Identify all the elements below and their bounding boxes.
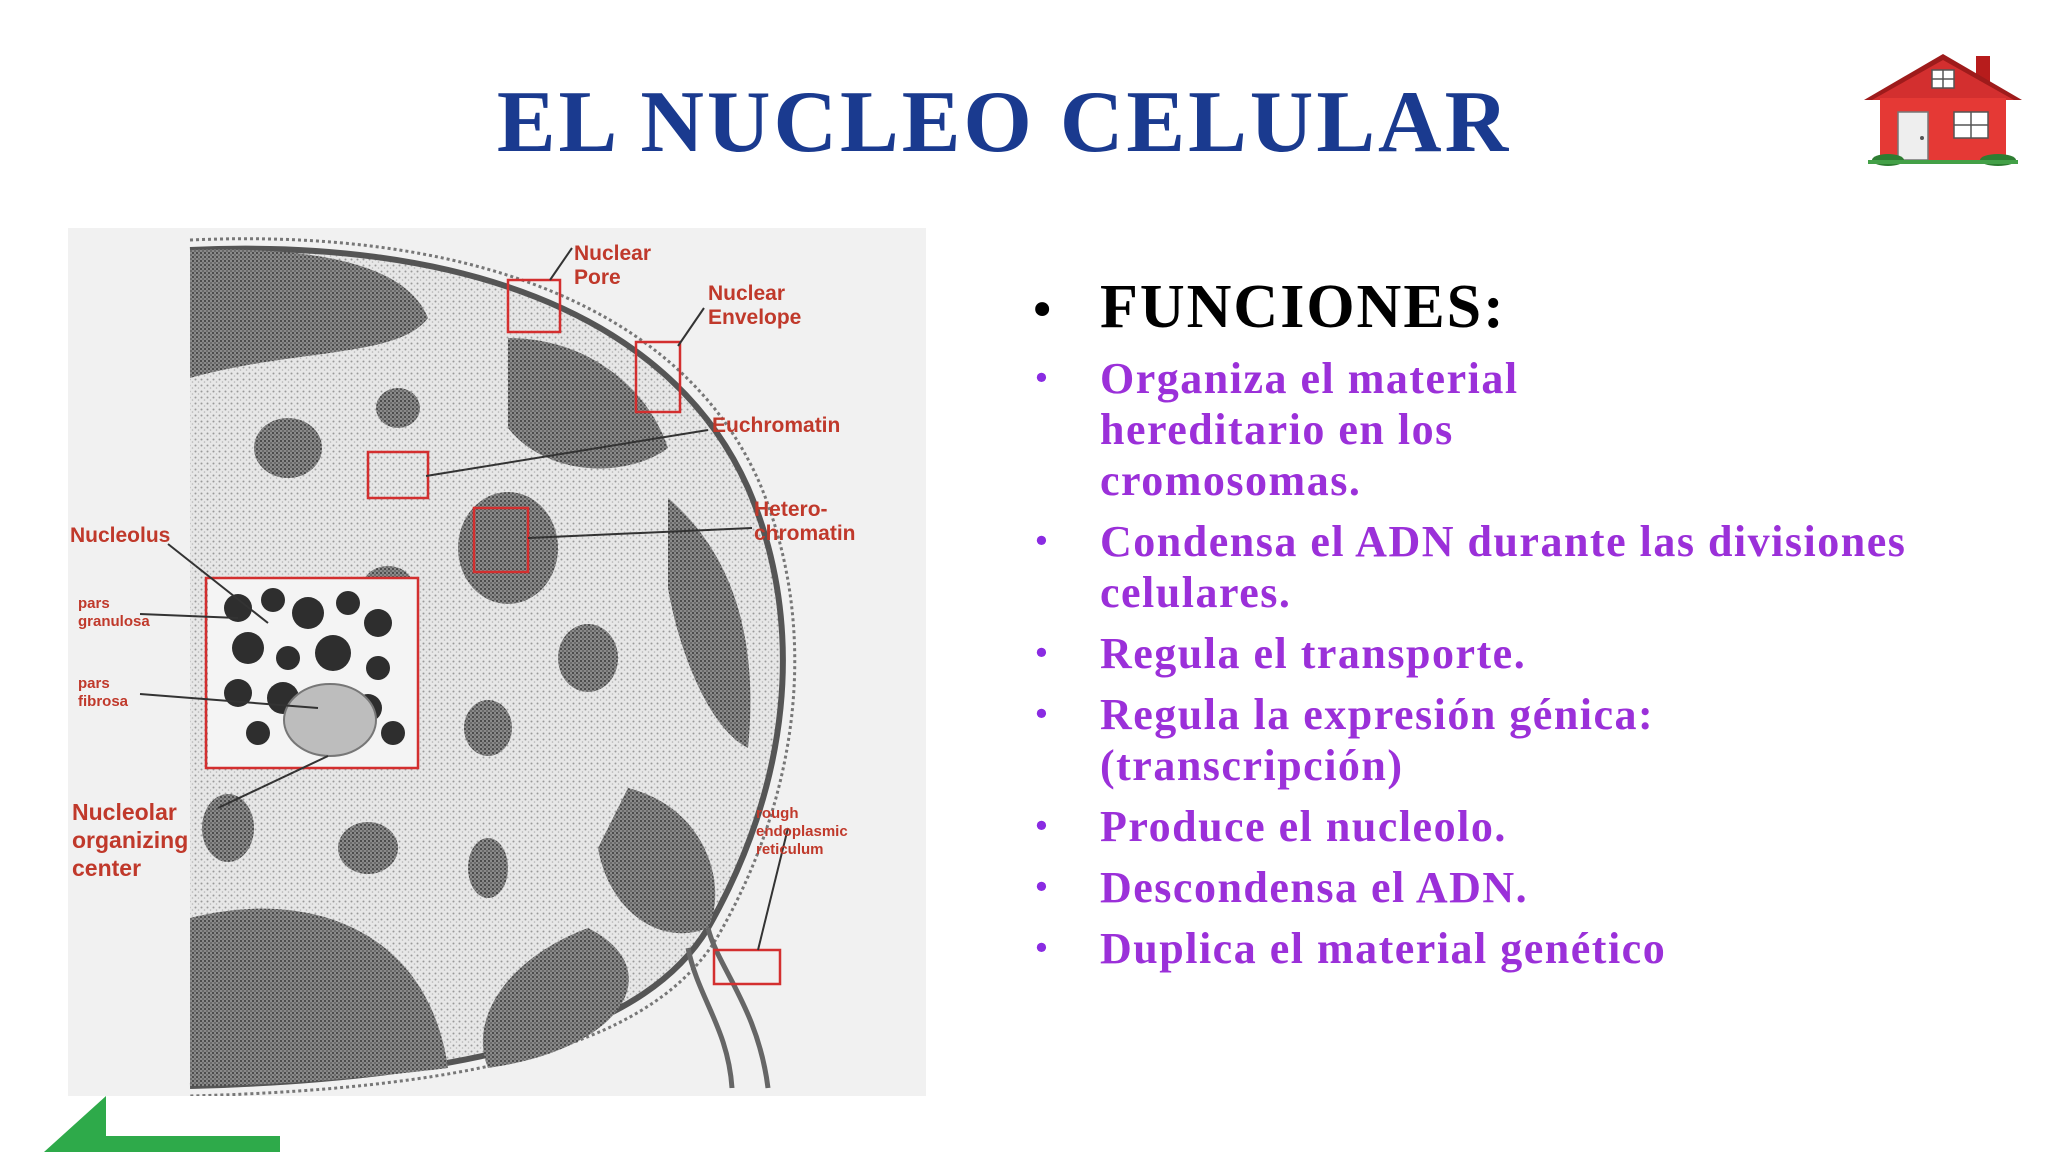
house-icon [1864, 54, 2022, 166]
label-heterochromatin-2: chromatin [754, 522, 856, 545]
list-item: • Regula la expresión génica: (transcrip… [1020, 689, 2020, 791]
label-rough-er-2: endoplasmic [756, 823, 848, 840]
label-nuclear-envelope-1: Nuclear [708, 282, 785, 305]
function-text: Regula el transporte. [1100, 629, 1527, 678]
bullet-icon: • [1032, 634, 1051, 672]
label-pars-granulosa-1: pars [78, 595, 110, 612]
bullet-icon: • [1032, 522, 1051, 560]
label-euchromatin: Euchromatin [712, 414, 840, 437]
bullet-icon: • [1032, 868, 1051, 906]
label-pars-fibrosa-2: fibrosa [78, 693, 129, 710]
label-pars-granulosa-2: granulosa [78, 613, 150, 630]
bullet-icon: • [1032, 929, 1051, 967]
label-nucleolar-organizing-2: organizing [72, 827, 188, 853]
label-nucleolar-organizing-3: center [72, 855, 141, 881]
home-button[interactable] [1858, 48, 2028, 166]
bullet-icon: • [1028, 283, 1057, 339]
slide-title: EL NUCLEO CELULAR [496, 74, 1512, 171]
back-button[interactable] [44, 1096, 280, 1152]
nucleus-diagram: Nuclear Pore Nuclear Envelope Euchromati… [68, 228, 926, 1096]
left-arrow-icon [44, 1096, 280, 1152]
bullet-icon: • [1032, 695, 1051, 733]
function-text: Organiza el material hereditario en los … [1100, 354, 1519, 505]
function-text: Condensa el ADN durante las divisiones c… [1100, 517, 1907, 617]
label-pars-fibrosa-1: pars [78, 675, 110, 692]
label-nuclear-pore-1: Nuclear [574, 242, 651, 265]
list-item: • Condensa el ADN durante las divisiones… [1020, 516, 2020, 618]
list-item: • Produce el nucleolo. [1020, 801, 2020, 852]
label-nucleolar-organizing-1: Nucleolar [72, 799, 177, 825]
function-text: Duplica el material genético [1100, 924, 1667, 973]
label-nuclear-envelope-2: Envelope [708, 306, 801, 329]
functions-heading-row: • FUNCIONES: [1020, 272, 2020, 343]
function-text: Descondensa el ADN. [1100, 863, 1529, 912]
label-nucleolus: Nucleolus [70, 524, 170, 547]
list-item: • Descondensa el ADN. [1020, 862, 2020, 913]
functions-list: • Organiza el material hereditario en lo… [1020, 353, 2020, 974]
function-text: Regula la expresión génica: (transcripci… [1100, 690, 1655, 790]
label-rough-er-3: reticulum [756, 841, 824, 858]
bullet-icon: • [1032, 359, 1051, 397]
nucleus-diagram-illustration: Nuclear Pore Nuclear Envelope Euchromati… [70, 237, 856, 1096]
functions-panel: • FUNCIONES: • Organiza el material here… [1020, 272, 2020, 984]
bullet-icon: • [1032, 807, 1051, 845]
label-rough-er-1: rough [756, 805, 799, 822]
list-item: • Duplica el material genético [1020, 923, 2020, 974]
label-nuclear-pore-2: Pore [574, 266, 621, 289]
functions-heading: FUNCIONES: [1100, 273, 1506, 341]
list-item: • Organiza el material hereditario en lo… [1020, 353, 2020, 506]
list-item: • Regula el transporte. [1020, 628, 2020, 679]
function-text: Produce el nucleolo. [1100, 802, 1507, 851]
label-heterochromatin-1: Hetero- [754, 498, 828, 521]
